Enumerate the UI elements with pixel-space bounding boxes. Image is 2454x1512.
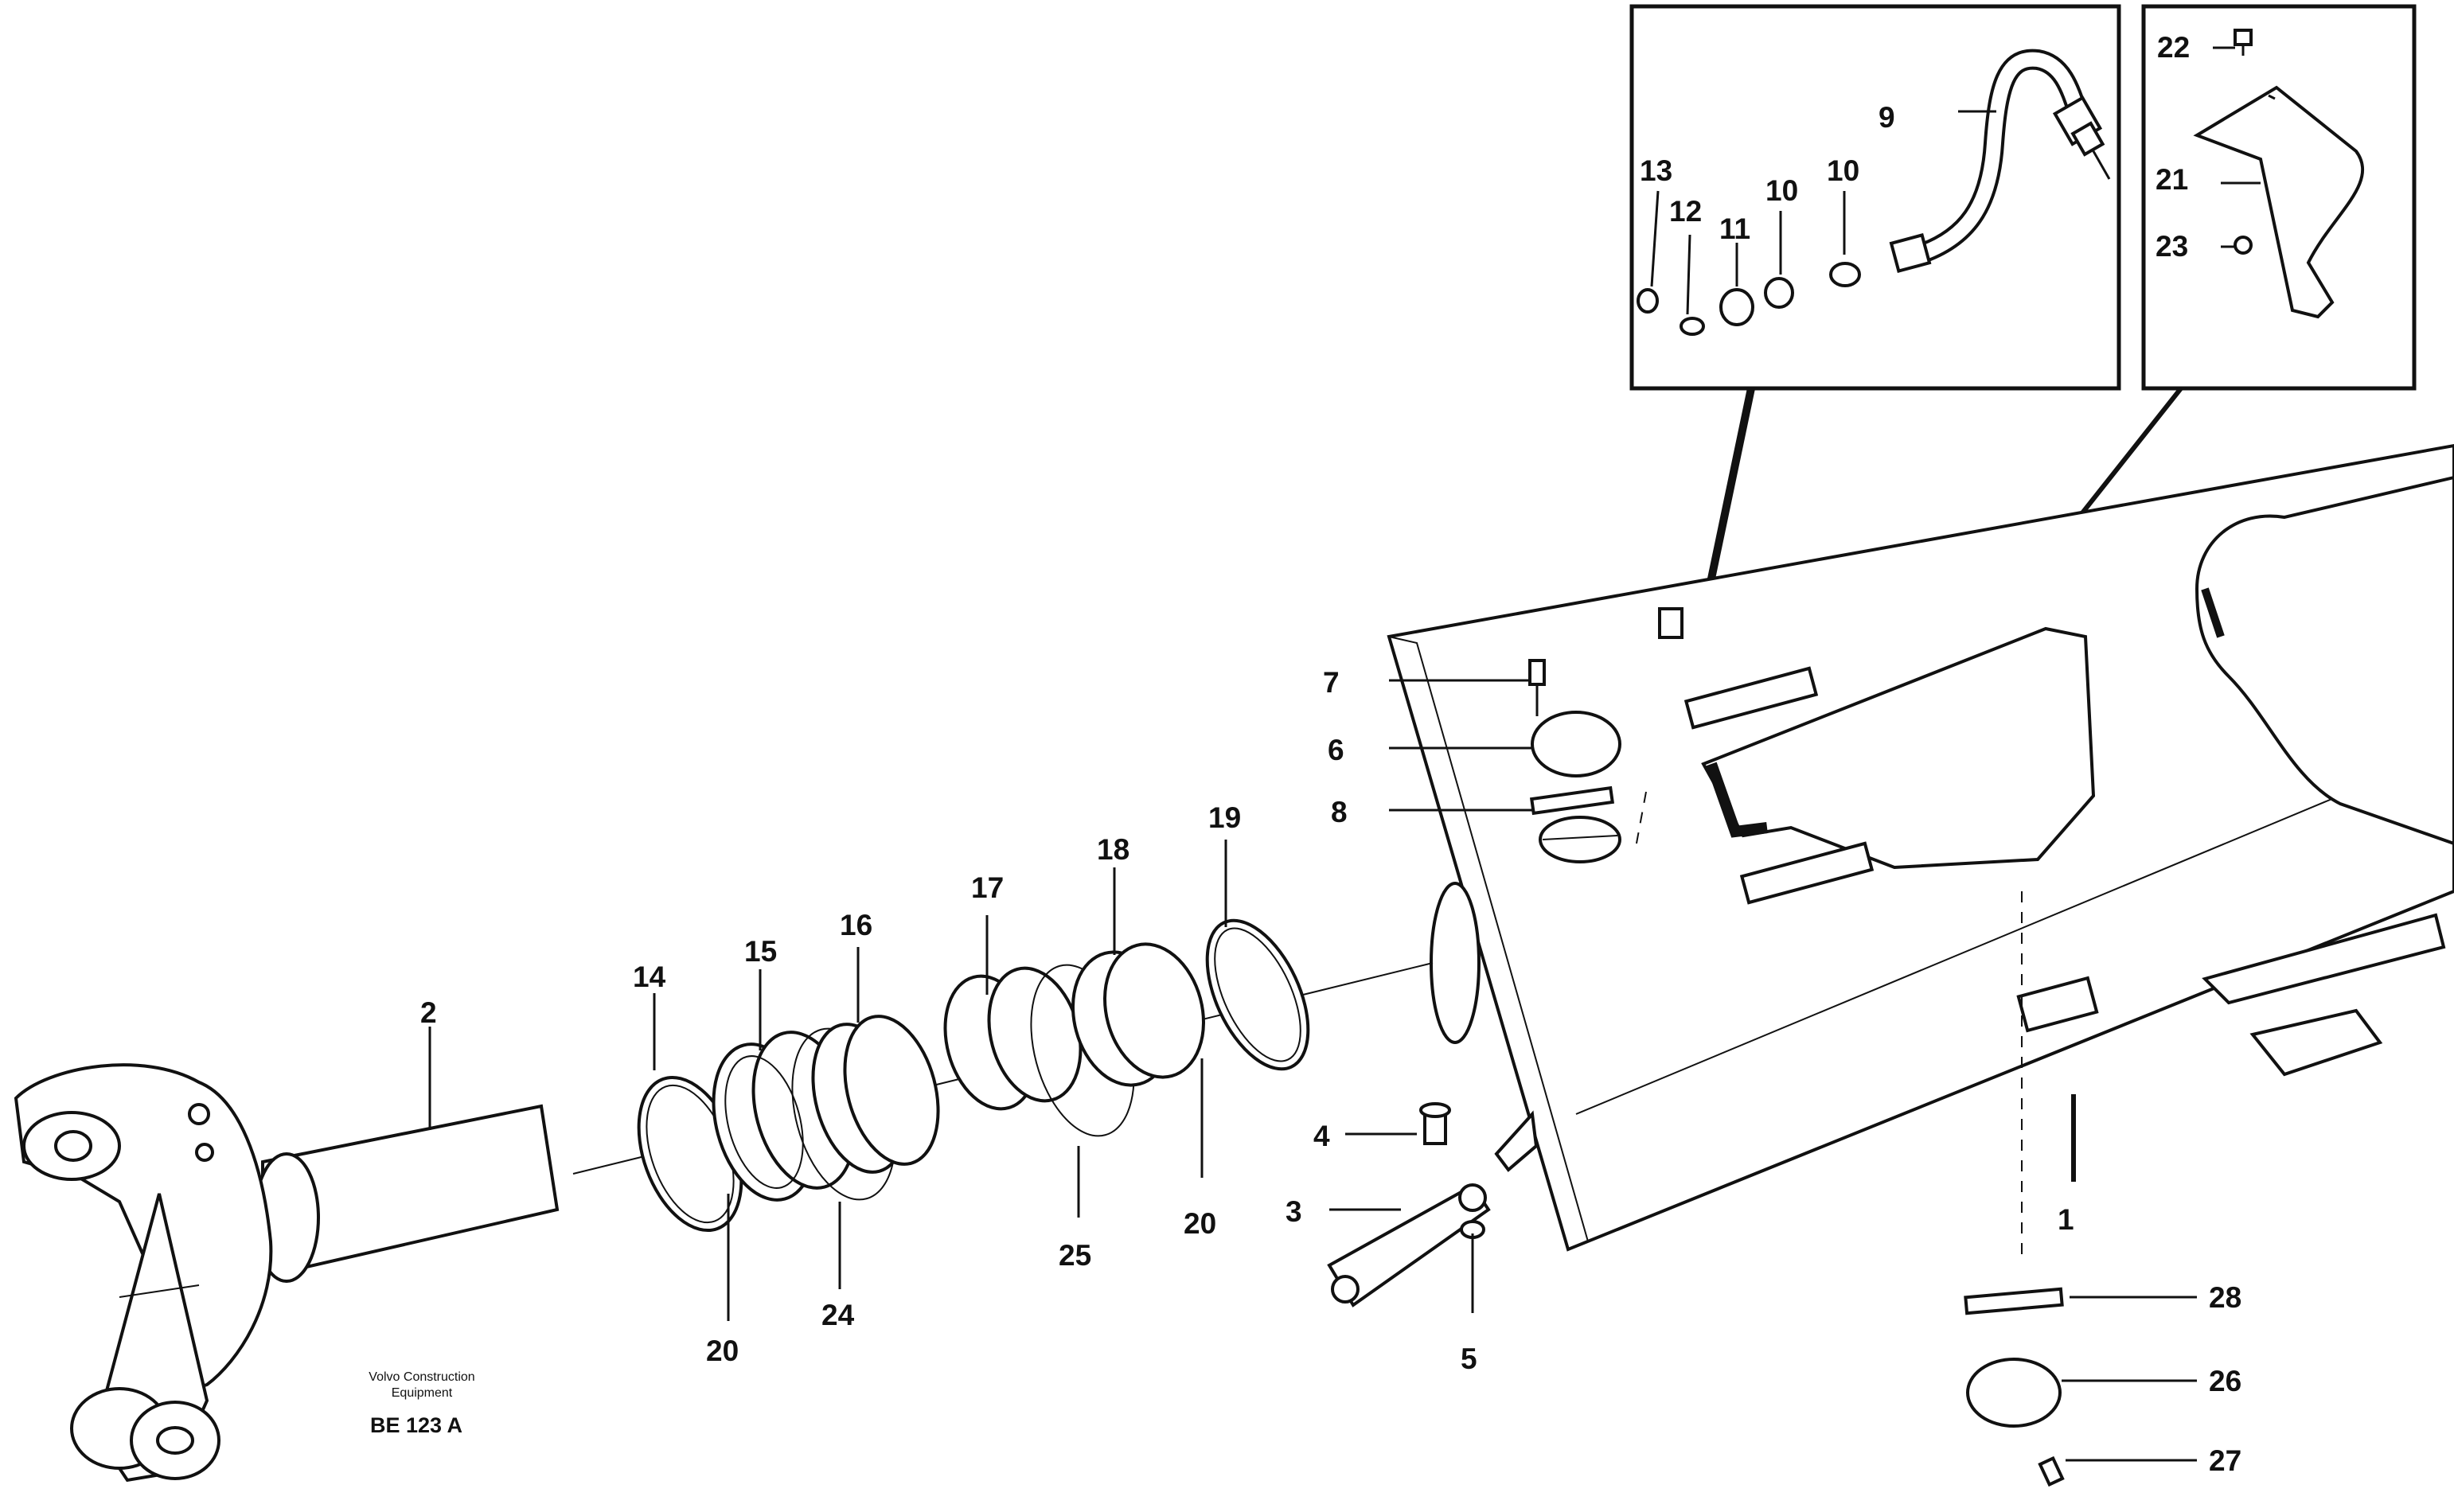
label-28: 28 bbox=[2209, 1281, 2241, 1314]
callout-labels: 1 2 3 4 5 6 7 8 9 10 10 11 12 13 14 15 1… bbox=[420, 31, 2241, 1477]
link-arm-3-icon bbox=[1327, 1183, 1491, 1307]
label-26: 26 bbox=[2209, 1365, 2241, 1397]
bolt-4-icon bbox=[1419, 1102, 1451, 1145]
bolt-7-icon bbox=[1528, 659, 1546, 716]
label-8: 8 bbox=[1331, 796, 1348, 828]
label-24: 24 bbox=[821, 1299, 855, 1331]
bearing-16-icon bbox=[811, 1015, 940, 1174]
label-3: 3 bbox=[1286, 1195, 1302, 1228]
label-6: 6 bbox=[1328, 734, 1344, 766]
label-16: 16 bbox=[840, 909, 872, 941]
label-25: 25 bbox=[1059, 1239, 1091, 1272]
label-9: 9 bbox=[1879, 101, 1895, 134]
parts-26-28-icon bbox=[1964, 1287, 2065, 1487]
axle-housing-icon bbox=[1387, 443, 2454, 1257]
cover-6-icon bbox=[1531, 711, 1621, 777]
label-10b: 10 bbox=[1827, 154, 1859, 187]
label-20a: 20 bbox=[706, 1335, 739, 1367]
label-13: 13 bbox=[1640, 154, 1672, 187]
yoke-icon bbox=[14, 1063, 560, 1483]
label-22: 22 bbox=[2157, 31, 2190, 64]
bearing-17-icon bbox=[943, 966, 1083, 1111]
label-20b: 20 bbox=[1184, 1207, 1216, 1240]
label-14: 14 bbox=[633, 961, 666, 993]
bearing-18-icon bbox=[1071, 942, 1205, 1087]
brand-block: Volvo Construction Equipment BE 123 A bbox=[369, 1370, 474, 1437]
label-12: 12 bbox=[1669, 195, 1702, 228]
label-27: 27 bbox=[2209, 1444, 2241, 1477]
bolt-5-icon bbox=[1460, 1220, 1485, 1313]
ring-19-icon bbox=[1205, 918, 1310, 1071]
label-7: 7 bbox=[1323, 666, 1340, 699]
label-10a: 10 bbox=[1765, 174, 1798, 207]
hose-icon bbox=[1637, 49, 2111, 336]
leader-lines bbox=[428, 46, 2261, 1462]
shim-8-icon bbox=[1529, 785, 1615, 816]
label-2: 2 bbox=[420, 996, 437, 1029]
brand-line-1: Volvo Construction bbox=[369, 1370, 474, 1384]
drawing-code: BE 123 A bbox=[370, 1413, 462, 1437]
label-21: 21 bbox=[2156, 163, 2188, 196]
label-17: 17 bbox=[971, 871, 1004, 904]
label-23: 23 bbox=[2156, 230, 2188, 263]
label-4: 4 bbox=[1313, 1120, 1330, 1152]
label-19: 19 bbox=[1208, 801, 1241, 834]
bracket-housing-icon bbox=[1494, 1110, 1539, 1172]
brand-line-2: Equipment bbox=[392, 1386, 453, 1400]
label-15: 15 bbox=[744, 935, 777, 968]
label-11: 11 bbox=[1719, 212, 1750, 245]
label-5: 5 bbox=[1461, 1342, 1477, 1375]
label-18: 18 bbox=[1097, 833, 1129, 866]
bracket-icon bbox=[2193, 29, 2365, 319]
label-1: 1 bbox=[2058, 1203, 2074, 1236]
